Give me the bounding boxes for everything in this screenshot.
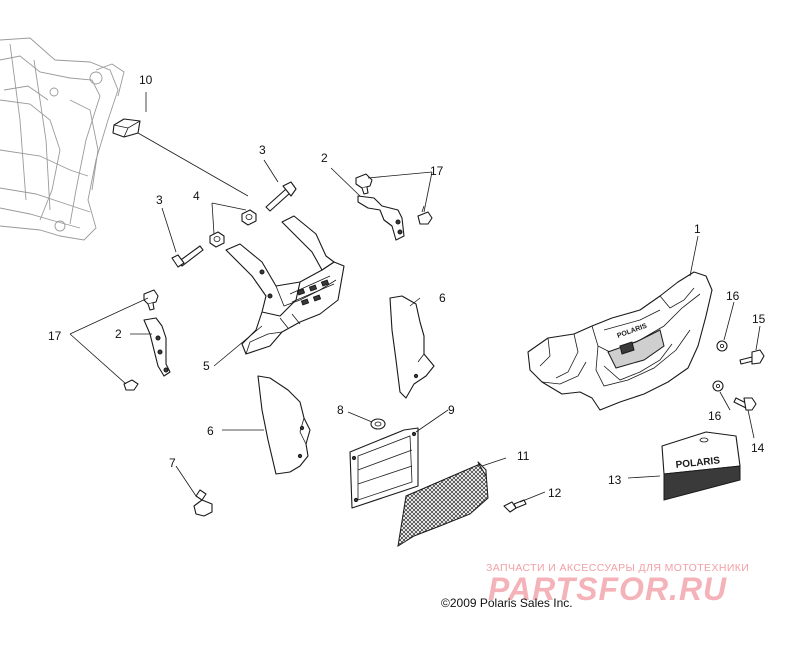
part-8-grommet: [370, 418, 386, 430]
part-9-grille-frame: [349, 427, 419, 509]
part-14-bolt: [733, 397, 757, 411]
callout-6-right: 6: [439, 291, 446, 305]
callout-2-left: 2: [115, 327, 122, 341]
part-3-bolt-upper: [265, 181, 297, 212]
part-2-bracket-right: [357, 195, 405, 241]
callout-4: 4: [193, 189, 200, 203]
callout-9: 9: [448, 403, 455, 417]
callout-3-left: 3: [156, 193, 163, 207]
part-13-logo-grille: POLARIS: [661, 431, 741, 501]
part-16-washer-lower: [712, 380, 724, 392]
callout-12: 12: [548, 486, 562, 500]
callout-labels: 10 3 3 4 2 17 17 2 5 6 6 7 8 9 11 12 1 1…: [48, 73, 766, 500]
frame-outline: [0, 37, 125, 241]
part-11-mesh-screen: [397, 461, 489, 548]
callout-5: 5: [203, 359, 210, 373]
part-5-bumper-mount: [225, 215, 345, 355]
callout-8: 8: [337, 403, 344, 417]
part-16-washer-upper: [716, 340, 728, 352]
part-1-front-bumper: POLARIS: [527, 271, 713, 411]
part-6-panel-left: [257, 375, 311, 475]
callout-7: 7: [169, 456, 176, 470]
part-10-bumper-pad: [112, 118, 141, 138]
part-17-fastener-left-a: [143, 289, 159, 311]
callout-3-upper: 3: [259, 143, 266, 157]
part-6-panel-right: [389, 295, 435, 399]
part-4-nut-left: [209, 231, 225, 248]
part-4-nut-right: [241, 209, 257, 226]
leader-lines: [69, 92, 761, 503]
copyright-text: ©2009 Polaris Sales Inc.: [441, 596, 573, 610]
part-7-screw: [193, 489, 213, 517]
callout-14: 14: [751, 441, 765, 455]
callout-17-upper: 17: [430, 164, 444, 178]
part-15-bolt: [739, 349, 765, 365]
part-2-bracket-left: [143, 317, 171, 377]
callout-10: 10: [139, 73, 153, 87]
callout-16-upper: 16: [726, 289, 740, 303]
callout-6-left: 6: [207, 424, 214, 438]
part-17-fastener-top-b: [417, 205, 433, 225]
part-17-fastener-top-a: [355, 173, 373, 195]
grille-brand-label: POLARIS: [675, 455, 721, 471]
part-12-screw: [503, 499, 527, 513]
callout-1: 1: [694, 222, 701, 236]
watermark-tagline: ЗАПЧАСТИ И АКСЕССУАРЫ ДЛЯ МОТОТЕХНИКИ: [486, 562, 750, 574]
callout-15: 15: [752, 312, 766, 326]
callout-16-lower: 16: [708, 409, 722, 423]
part-3-bolt-left: [171, 245, 204, 268]
watermark-logo: PARTSFOR.RU: [488, 571, 728, 607]
callout-17-left: 17: [48, 329, 62, 343]
callout-11: 11: [517, 449, 530, 463]
callout-13: 13: [608, 473, 622, 487]
part-17-fastener-left-b: [123, 379, 139, 391]
callout-2-upper: 2: [321, 151, 328, 165]
